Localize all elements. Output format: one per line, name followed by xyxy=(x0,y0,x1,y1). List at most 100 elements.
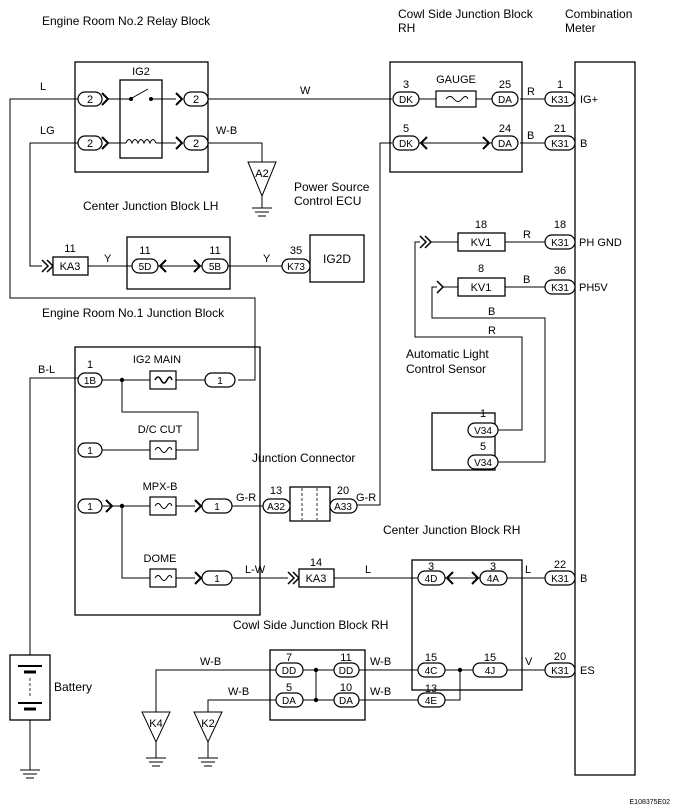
pin-number: 1 xyxy=(557,79,563,91)
chevron-icon xyxy=(436,280,445,294)
chevron-icon xyxy=(471,571,480,585)
wire-wb-k2 xyxy=(207,699,276,712)
connector-label: 2 xyxy=(193,94,199,106)
wire-label: Y xyxy=(104,253,112,265)
terminal-ph5v: PH5V xyxy=(579,282,608,294)
fuse-icon xyxy=(445,96,469,102)
connector-4j xyxy=(472,662,508,678)
wire-label: B xyxy=(523,274,530,286)
connector-1 xyxy=(201,570,233,586)
connector-label: 4J xyxy=(485,666,496,677)
relay-connector xyxy=(77,91,103,107)
chevron-icon xyxy=(158,259,167,273)
connector-4c xyxy=(417,662,446,678)
wire-label: LG xyxy=(40,125,55,137)
connector-label: K31 xyxy=(551,139,569,150)
connector-1 xyxy=(201,498,233,514)
connector-label: K31 xyxy=(551,283,569,294)
wire-dc-cut-link xyxy=(121,380,199,451)
pin-number: 36 xyxy=(554,265,566,277)
block-title-cjb-lh: Center Junction Block LH xyxy=(83,199,218,213)
pin-number: 5 xyxy=(286,682,292,694)
wire-label: R xyxy=(523,229,531,241)
terminal-ph-gnd: PH GND xyxy=(579,237,622,249)
pin-number: 18 xyxy=(475,219,487,231)
fusible-link-icon xyxy=(154,376,173,384)
connector-label: 4C xyxy=(425,666,438,677)
terminal-ig-plus: IG+ xyxy=(580,94,598,106)
relay-connector xyxy=(77,135,103,151)
connector-ka3 xyxy=(52,256,89,276)
chevron-icon xyxy=(175,92,184,106)
junction-connector-box xyxy=(289,486,331,522)
pin-number: 3 xyxy=(490,561,496,573)
connector-label: 1B xyxy=(84,376,97,387)
connector-k73 xyxy=(281,258,311,274)
pin-number: 13 xyxy=(425,683,437,695)
wire-4c-4e-link xyxy=(445,669,461,701)
wire-lg-left xyxy=(29,142,78,267)
connector-label: 2 xyxy=(87,138,93,150)
pin-number: 24 xyxy=(499,123,511,135)
dc-cut-fuse xyxy=(149,440,177,460)
ground-icon xyxy=(252,207,272,217)
chevron-icon xyxy=(105,499,114,513)
connector-label: 5B xyxy=(209,262,222,273)
combination-meter-outline xyxy=(574,61,636,776)
component-label-ig2-main: IG2 MAIN xyxy=(133,354,181,366)
pin-number: 8 xyxy=(478,263,484,275)
pin-number: 13 xyxy=(270,485,282,497)
junction-dot xyxy=(313,697,319,703)
block-title-ecu-2: Control ECU xyxy=(294,194,361,208)
ground-k2-triangle xyxy=(193,711,223,744)
chevron-icon xyxy=(419,235,433,249)
connector-k31 xyxy=(544,234,576,250)
connector-dd xyxy=(333,662,360,678)
connector-label: 4A xyxy=(487,574,500,585)
wire-label: L-W xyxy=(245,564,266,576)
wire-label: B xyxy=(488,306,495,318)
chevron-icon xyxy=(445,571,454,585)
connector-label: K31 xyxy=(551,574,569,585)
connector-label: 2 xyxy=(87,94,93,106)
block-title-cowl-bottom: Cowl Side Junction Block RH xyxy=(233,618,388,632)
wire-gr-dk xyxy=(357,142,392,506)
ground-label: K4 xyxy=(149,718,162,730)
component-label-gauge: GAUGE xyxy=(436,74,476,86)
relay-coil-icon xyxy=(125,139,157,145)
block-title-battery: Battery xyxy=(54,680,92,694)
connector-label: 4D xyxy=(425,574,438,585)
pin-number: 1 xyxy=(87,359,93,371)
component-label-dc-cut: D/C CUT xyxy=(138,424,183,436)
connector-label: K31 xyxy=(551,95,569,106)
connector-label: V34 xyxy=(474,426,492,437)
block-title-ecu: Power Source xyxy=(294,180,370,194)
pin-number: 11 xyxy=(340,652,351,664)
wire-label: R xyxy=(488,325,496,337)
connector-v34 xyxy=(467,422,499,438)
wire-label: W-B xyxy=(370,656,391,668)
cowl-side-jb-rh-top-outline xyxy=(389,61,523,173)
connector-label: A32 xyxy=(267,502,285,513)
connector-label: DA xyxy=(498,95,512,106)
chevron-icon xyxy=(193,259,202,273)
block-title-sensor: Automatic Light xyxy=(406,347,489,361)
wire-label: B xyxy=(527,130,534,142)
fuse-icon xyxy=(154,447,173,453)
wire-wb-a2 xyxy=(208,142,263,162)
connector-label: DD xyxy=(339,666,353,677)
ground-icon xyxy=(146,757,166,767)
connector-k31 xyxy=(544,662,576,678)
block-title-sensor-2: Control Sensor xyxy=(406,362,486,376)
connector-k31 xyxy=(544,279,576,295)
wire-b-sensor-pin5 xyxy=(431,286,546,463)
chevron-icon xyxy=(194,499,203,513)
pin-number: 15 xyxy=(484,652,496,664)
block-title-relay2: Engine Room No.2 Relay Block xyxy=(42,14,211,28)
connector-da xyxy=(333,692,360,708)
connector-4e xyxy=(417,692,446,708)
pin-number: 7 xyxy=(286,652,292,664)
connector-label: 1 xyxy=(214,502,220,513)
connector-1 xyxy=(204,372,236,388)
connector-label: DK xyxy=(399,95,413,106)
